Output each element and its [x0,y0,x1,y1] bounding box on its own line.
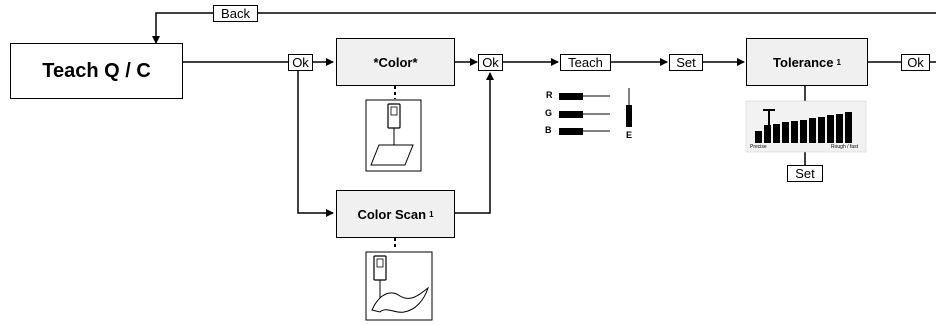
precise-label: Precise [750,144,767,150]
tolerance-label: Tolerance [773,54,834,70]
back-loop-line [152,12,936,44]
set-button-2[interactable]: Set [787,165,823,182]
rough-fast-label: Rough / fast [831,144,858,150]
e-label: E [626,130,633,140]
sensor-curved-surface-icon [365,251,433,321]
color-label: *Color* [373,54,418,70]
tolerance-scale-icon [745,100,867,153]
connector-colorscan-ok2 [455,72,494,214]
color-scan-label: Color Scan [357,206,427,222]
sensor-flat-surface-icon [365,99,422,172]
ok-button-1[interactable]: Ok [288,54,313,71]
color-scan-footnote: 1 [429,209,434,219]
connector-ok-colorscan [297,70,334,217]
teach-qc-label: Teach Q / C [42,59,151,82]
ok-button-3[interactable]: Ok [901,54,930,71]
g-label: G [545,108,553,118]
tolerance-node: Tolerance 1 [746,38,868,86]
r-label: R [546,90,553,100]
teach-button[interactable]: Teach [560,54,611,71]
back-button[interactable]: Back [213,5,258,22]
b-label: B [545,125,552,135]
teach-qc-node: Teach Q / C [10,43,183,99]
rgb-bars-icon [559,88,632,135]
color-scan-node: Color Scan 1 [336,190,455,238]
ok-button-2[interactable]: Ok [478,54,503,71]
color-node: *Color* [336,38,455,86]
tolerance-footnote: 1 [836,57,841,67]
set-button-1[interactable]: Set [669,54,703,71]
